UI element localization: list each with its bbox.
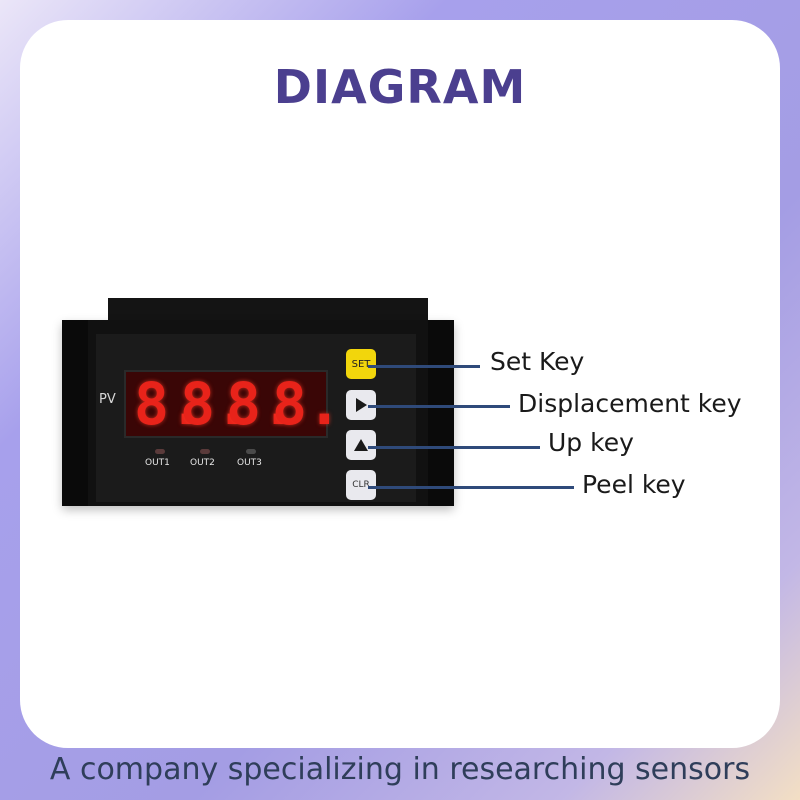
- page-title: DIAGRAM: [273, 60, 527, 114]
- up-key-callout-line: [368, 446, 540, 449]
- set-key-callout-line: [368, 365, 480, 368]
- play-triangle-icon: [356, 398, 367, 412]
- peel-key-callout-line: [368, 486, 574, 489]
- set-key-label: SET: [351, 358, 371, 370]
- out3-label: OUT3: [237, 458, 262, 468]
- device-top-housing: [108, 298, 428, 324]
- set-key-callout: Set Key: [490, 347, 585, 376]
- displacement-key-callout-line: [368, 405, 510, 408]
- out1-indicator-led: [155, 449, 165, 454]
- clr-key-label: CLR: [352, 480, 370, 490]
- peel-key-button[interactable]: CLR: [346, 470, 376, 500]
- device-left-flange: [62, 320, 88, 506]
- up-triangle-icon: [354, 439, 368, 451]
- display-digit: 8.: [272, 370, 342, 438]
- device-right-flange: [428, 320, 454, 506]
- company-tagline: A company specializing in researching se…: [49, 752, 751, 787]
- display-digit: 8.: [134, 370, 204, 438]
- displacement-key-callout: Displacement key: [518, 389, 742, 418]
- pv-label: PV: [99, 392, 116, 407]
- up-key-button[interactable]: [346, 430, 376, 460]
- out1-label: OUT1: [145, 458, 170, 468]
- set-key-button[interactable]: SET: [346, 349, 376, 379]
- seven-segment-display: 8. 8. 8. 8.: [124, 370, 342, 438]
- out2-label: OUT2: [190, 458, 215, 468]
- out3-indicator-led: [246, 449, 256, 454]
- peel-key-callout: Peel key: [582, 470, 686, 499]
- out2-indicator-led: [200, 449, 210, 454]
- display-digit: 8.: [226, 370, 296, 438]
- up-key-callout: Up key: [548, 428, 634, 457]
- display-digit: 8.: [180, 370, 250, 438]
